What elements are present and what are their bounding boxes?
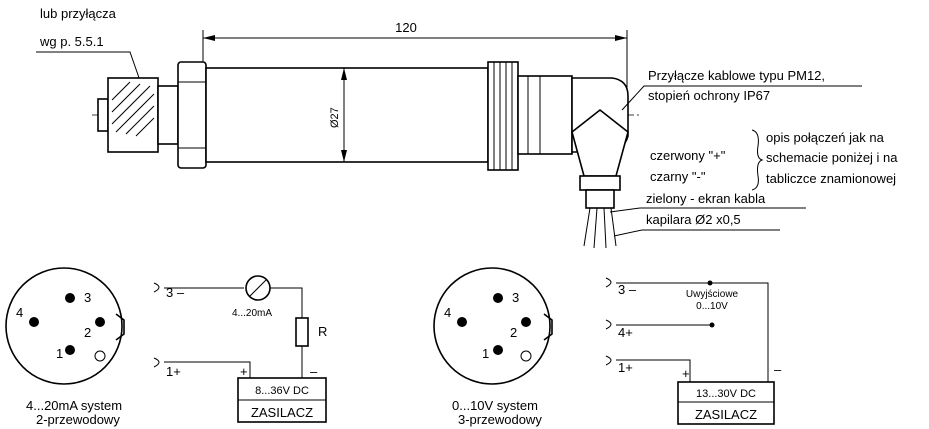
ammeter-range-label: 4...20mA — [232, 308, 272, 319]
pin-1-label-right: 1 — [482, 346, 489, 361]
pin-center-right — [520, 350, 532, 362]
system-label-right-2: 3-przewodowy — [458, 412, 542, 427]
capillary-leader — [613, 229, 780, 237]
psu-box-right — [677, 381, 775, 425]
cable-gland — [579, 175, 621, 191]
psu-plus-left: + — [240, 364, 248, 379]
terminal-1-right — [605, 355, 612, 366]
pin-2-label-left: 2 — [84, 325, 91, 340]
desc-line3: tabliczce znamionowej — [766, 171, 896, 186]
system-label-left-2: 2-przewodowy — [36, 412, 120, 427]
plug-label-line1: Przyłącze kablowe typu PM12, — [648, 68, 825, 83]
output-range: 0...10V — [696, 301, 728, 312]
pin-3-left — [65, 293, 75, 303]
system-label-right-1: 0...10V system — [452, 398, 538, 413]
wire-green-label: zielony - ekran kabla — [646, 191, 766, 206]
connector-face-right — [433, 267, 551, 385]
psu-plus-right: + — [682, 366, 690, 381]
terminal-4-label-right: 4+ — [618, 325, 633, 340]
psu-voltage-left: 8...36V DC — [255, 385, 309, 397]
psu-voltage-right: 13...30V DC — [696, 388, 756, 400]
terminal-3-left — [153, 282, 160, 293]
pin-4-left — [29, 317, 39, 327]
plug-body — [517, 75, 573, 155]
pin-center-left — [94, 350, 106, 362]
connector-key-left — [115, 313, 125, 341]
pin-2-right — [521, 317, 531, 327]
green-leader — [609, 207, 806, 213]
plug-angle — [571, 108, 629, 177]
plug-leader — [621, 85, 862, 111]
psu-name-left: ZASILACZ — [251, 405, 313, 420]
knurl-lines — [493, 62, 513, 170]
sensor-housing — [205, 67, 489, 163]
wire-red-label: czerwony "+" — [650, 148, 726, 163]
wire-black-label: czarny "-" — [650, 169, 706, 184]
dim-diameter-value: Ø27 — [329, 107, 341, 128]
terminal-4-right — [605, 319, 612, 330]
terminal-1-label-right: 1+ — [618, 360, 633, 375]
pin-2-left — [95, 317, 105, 327]
terminal-3-label-right: 3 – — [618, 282, 637, 297]
terminal-3-right — [605, 277, 612, 288]
pin-4-right — [457, 317, 467, 327]
terminal-1-label-left: 1+ — [166, 364, 181, 379]
dim-arrow-left — [203, 35, 215, 41]
pin-4-label-right: 4 — [444, 305, 451, 320]
resistor-label: R — [318, 324, 327, 339]
knurled-nut — [487, 61, 519, 171]
system-label-left-1: 4...20mA system — [26, 398, 122, 413]
desc-line1: opis połączeń jak na — [766, 130, 885, 145]
terminal-1-left — [153, 357, 160, 368]
capillary-label: kapilara Ø2 x0,5 — [646, 212, 741, 227]
psu-minus-right: – — [774, 362, 782, 377]
hex-nut — [177, 61, 207, 169]
brace — [751, 129, 764, 191]
pin-3-label-right: 3 — [512, 290, 519, 305]
desc-line2: schemacie poniżej i na — [766, 150, 898, 165]
connection-label-line1: lub przyłącza — [40, 6, 117, 21]
pin-3-right — [493, 293, 503, 303]
pin-1-right — [493, 345, 503, 355]
pin-1-left — [65, 345, 75, 355]
psu-name-right: ZASILACZ — [695, 407, 757, 422]
pin-4-label-left: 4 — [16, 305, 23, 320]
cable-sleeve — [585, 189, 615, 209]
cable-wires — [583, 207, 617, 249]
pin-2-label-right: 2 — [510, 325, 517, 340]
dim-length-value: 120 — [395, 20, 417, 35]
resistor — [295, 317, 309, 347]
pin-3-label-left: 3 — [84, 290, 91, 305]
psu-minus-left: – — [310, 364, 318, 379]
connector-key-right — [543, 313, 553, 341]
thread-hatch — [111, 81, 155, 137]
connector-collar — [157, 85, 179, 145]
connection-label-line2: wg p. 5.5.1 — [39, 34, 104, 49]
dim-arrow-right — [615, 35, 627, 41]
connector-face-left — [5, 267, 123, 385]
output-label: Uwyjściowe — [686, 289, 739, 300]
plug-label-line2: stopień ochrony IP67 — [648, 88, 770, 103]
connector-tip — [97, 98, 109, 132]
pin-1-label-left: 1 — [56, 346, 63, 361]
terminal-3-label-left: 3 – — [166, 285, 185, 300]
